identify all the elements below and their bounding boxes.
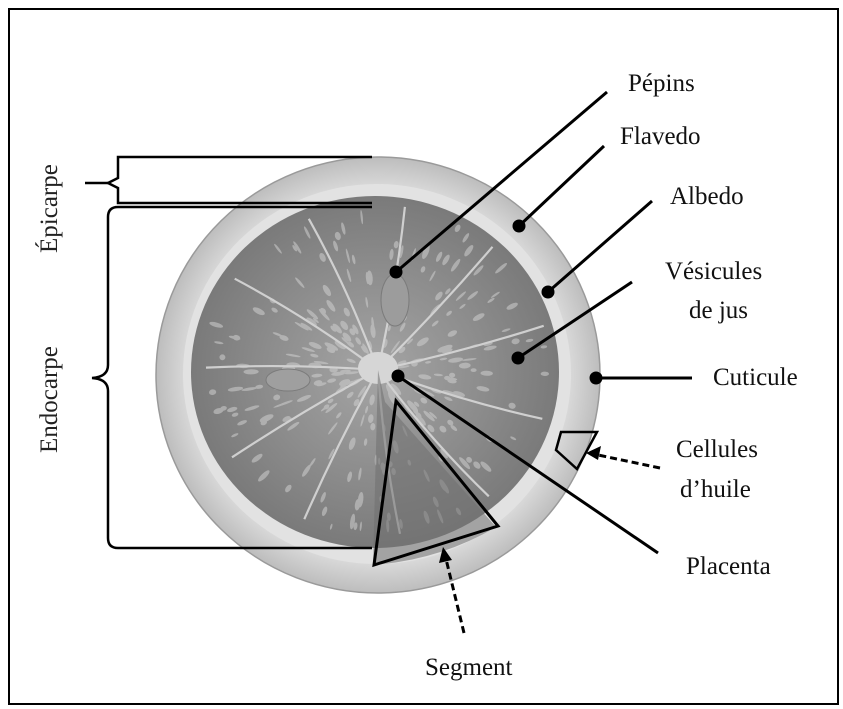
label-cuticule: Cuticule — [713, 364, 798, 391]
vesicules-dot — [513, 353, 523, 363]
seed — [381, 274, 409, 326]
label-cellules-1: Cellules — [676, 436, 758, 463]
albedo-dot — [543, 287, 553, 297]
pepins-dot — [391, 267, 401, 277]
placenta-dot — [393, 371, 403, 381]
vesicle — [471, 368, 477, 372]
seed — [266, 369, 310, 391]
label-vesicules-2: de jus — [689, 297, 748, 324]
label-epicarpe: Épicarpe — [35, 164, 63, 253]
label-albedo: Albedo — [670, 183, 744, 210]
label-vesicules-1: Vésicules — [665, 258, 762, 285]
label-segment: Segment — [425, 654, 513, 681]
label-cellules-2: d’huile — [680, 476, 751, 503]
label-pepins: Pépins — [628, 70, 695, 97]
cuticule-dot — [591, 373, 601, 383]
label-flavedo: Flavedo — [620, 123, 701, 150]
flavedo-dot — [514, 221, 524, 231]
vesicle — [329, 367, 337, 373]
label-placenta: Placenta — [686, 553, 771, 580]
oil-cell-arrow — [586, 446, 660, 468]
label-endocarpe: Endocarpe — [36, 346, 63, 453]
